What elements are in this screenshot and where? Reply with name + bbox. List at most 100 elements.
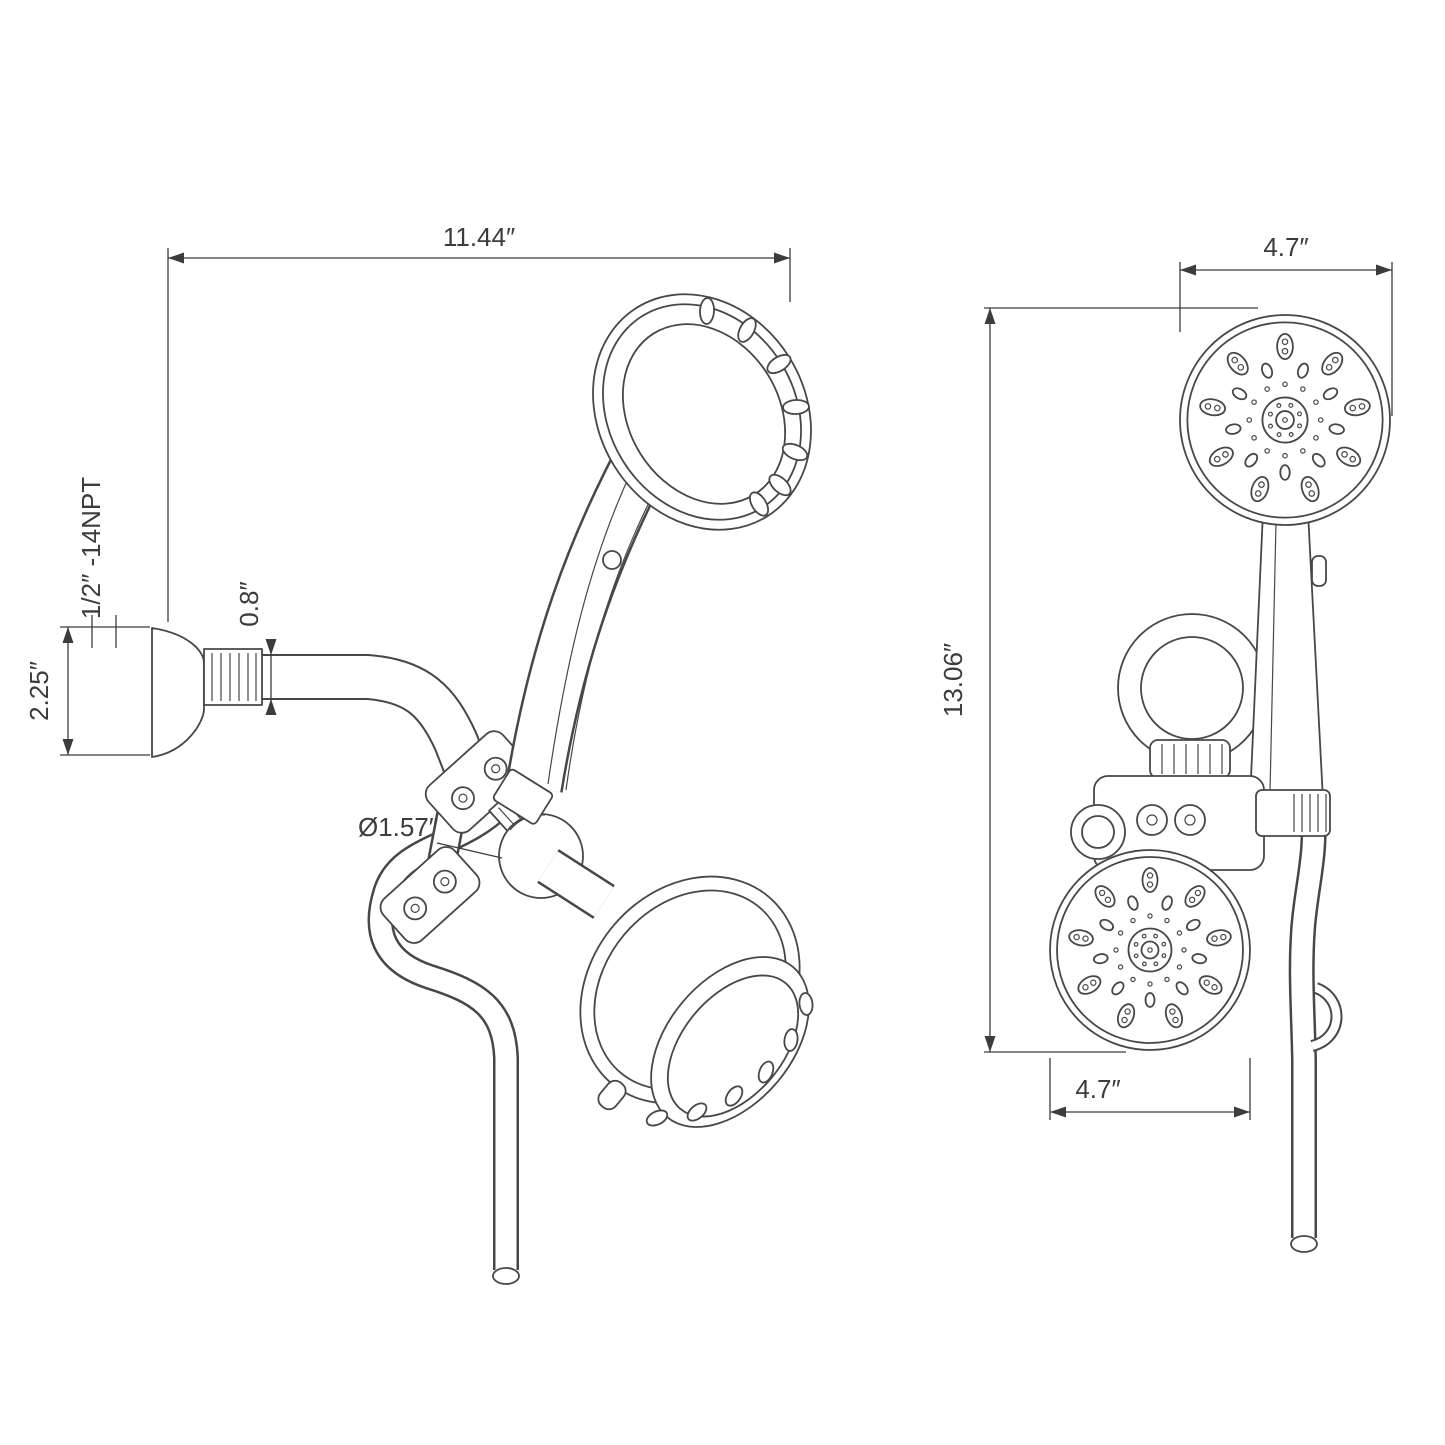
nozzle bbox=[1264, 448, 1270, 454]
nozzle bbox=[1188, 896, 1196, 904]
nozzle bbox=[1185, 918, 1201, 932]
nozzle bbox=[1194, 889, 1202, 897]
nozzle bbox=[1172, 1016, 1179, 1024]
drawing-line bbox=[492, 768, 554, 825]
nozzle bbox=[1130, 917, 1136, 924]
nozzle bbox=[1322, 387, 1339, 401]
nozzle bbox=[1113, 947, 1119, 953]
nozzle bbox=[1176, 964, 1183, 970]
nozzle bbox=[1258, 481, 1265, 488]
face-rim bbox=[1049, 849, 1251, 1051]
nozzle bbox=[1073, 933, 1080, 941]
drawing-line bbox=[483, 756, 508, 781]
drawing-line bbox=[645, 1109, 669, 1127]
nozzle bbox=[1121, 1016, 1128, 1024]
nozzle bbox=[1181, 947, 1187, 953]
dim-overall-width: 11.44″ bbox=[167, 222, 791, 622]
nozzle bbox=[1261, 362, 1274, 379]
drawing-line bbox=[783, 1028, 799, 1052]
nozzle bbox=[1124, 1008, 1131, 1015]
hub-ring-inner bbox=[1275, 410, 1295, 430]
drawing-line bbox=[798, 992, 814, 1016]
nozzle bbox=[1231, 356, 1239, 364]
nozzle bbox=[1300, 476, 1320, 503]
dim-flange-height: 2.25″ bbox=[24, 626, 150, 756]
hub-center bbox=[1282, 417, 1288, 423]
dim-handheld-width: 4.7″ bbox=[1179, 232, 1393, 416]
nozzle bbox=[1082, 935, 1089, 942]
drawing-line bbox=[1179, 262, 1393, 416]
hose-nut bbox=[492, 768, 554, 825]
nozzle bbox=[1117, 964, 1124, 970]
nozzle bbox=[1297, 411, 1302, 417]
nozzle bbox=[1161, 941, 1167, 947]
drawing-line bbox=[242, 656, 490, 786]
nozzle bbox=[1317, 417, 1324, 423]
handheld-head-side bbox=[592, 293, 812, 570]
nozzle bbox=[1147, 913, 1153, 919]
nozzle bbox=[1164, 917, 1170, 924]
nozzle bbox=[1276, 403, 1282, 408]
drawing-line bbox=[436, 842, 503, 859]
drawing-line bbox=[1291, 804, 1325, 1238]
nozzle bbox=[1251, 435, 1257, 441]
nozzle bbox=[1141, 867, 1159, 893]
drawing-line bbox=[597, 1079, 627, 1111]
nozzle bbox=[1068, 929, 1094, 947]
nozzle bbox=[1231, 387, 1248, 401]
dim-fixed-head-width: 4.7″ bbox=[1049, 1058, 1251, 1120]
drawing-line bbox=[1161, 744, 1223, 774]
thread-nipple bbox=[203, 648, 263, 706]
drawing-line bbox=[1136, 804, 1168, 836]
nozzle bbox=[1267, 411, 1273, 417]
nozzle bbox=[1082, 984, 1089, 991]
nozzle bbox=[1094, 885, 1116, 908]
nozzle bbox=[1198, 975, 1223, 995]
drawing-line bbox=[984, 307, 1258, 1053]
fixed-head-nozzles bbox=[645, 992, 814, 1127]
hub-center bbox=[1147, 947, 1153, 953]
nozzle bbox=[1092, 953, 1109, 965]
fixed-head-neck bbox=[537, 849, 615, 919]
drawing-line bbox=[538, 851, 614, 917]
nozzle bbox=[1141, 933, 1147, 939]
drawing-line bbox=[1249, 511, 1324, 801]
nozzle bbox=[1203, 979, 1210, 986]
nozzle bbox=[1321, 351, 1344, 376]
nozzle bbox=[1111, 981, 1125, 996]
nozzle bbox=[1288, 402, 1294, 408]
drawing-line bbox=[203, 648, 263, 706]
drawing-line bbox=[403, 896, 428, 921]
drawing-line bbox=[1146, 814, 1158, 826]
nozzle bbox=[1244, 452, 1259, 468]
nozzle bbox=[1199, 398, 1227, 417]
nozzle bbox=[1104, 896, 1112, 904]
hub-ring bbox=[1127, 927, 1173, 973]
hub-ring-inner bbox=[1140, 940, 1160, 960]
adjust-knob bbox=[1070, 804, 1126, 860]
dim-label-handheld-width: 4.7″ bbox=[1263, 232, 1308, 262]
drawing-line bbox=[60, 626, 150, 756]
drawing-line bbox=[451, 786, 475, 811]
drawing-line bbox=[1174, 804, 1206, 836]
drawing-line bbox=[1184, 814, 1196, 826]
nozzle bbox=[1146, 872, 1154, 879]
nozzle bbox=[1130, 976, 1136, 983]
drawing-line bbox=[547, 469, 633, 785]
drawing-line bbox=[737, 317, 757, 343]
nozzle bbox=[1343, 398, 1371, 417]
drawing-line bbox=[724, 1085, 744, 1107]
dim-label-overall-height: 13.06″ bbox=[938, 643, 968, 717]
nozzle bbox=[1308, 490, 1316, 497]
nozzle bbox=[1226, 351, 1249, 376]
nozzle bbox=[1336, 446, 1362, 467]
dim-label-overall-width: 11.44″ bbox=[443, 222, 515, 252]
nozzle bbox=[1276, 432, 1282, 438]
nozzle bbox=[1251, 399, 1257, 405]
drawing-line bbox=[781, 442, 809, 462]
face-rim-inner bbox=[1056, 856, 1244, 1044]
nozzle bbox=[1297, 423, 1303, 429]
mount-bracket bbox=[1070, 739, 1331, 871]
dim-label-flange-height: 2.25″ bbox=[24, 661, 54, 721]
nozzle bbox=[1147, 981, 1153, 987]
